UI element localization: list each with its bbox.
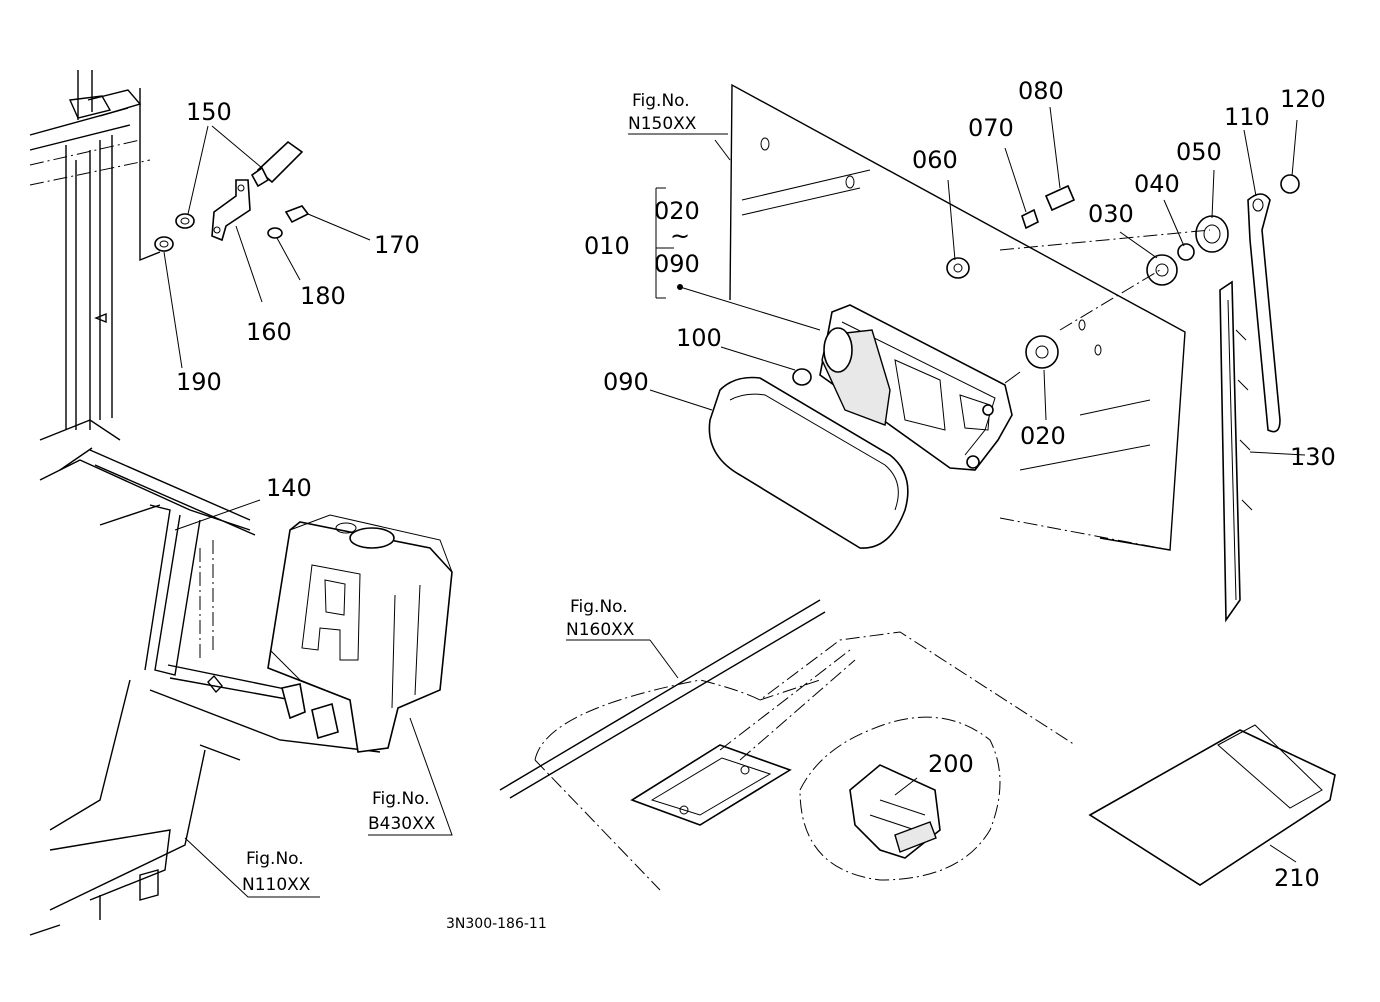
wiper-link-parts — [154, 140, 310, 252]
washer-tank-drawing — [267, 514, 453, 753]
figref-n160-line2: N160XX — [566, 620, 635, 640]
label-range-tilde: ~ — [670, 222, 690, 250]
label-sheet-drawing — [1088, 724, 1336, 886]
leader-lines — [163, 106, 1306, 898]
label-060: 060 — [912, 146, 958, 174]
label-030: 030 — [1088, 200, 1134, 228]
figref-n160-line1: Fig.No. — [570, 597, 628, 617]
motor-cover-drawing — [708, 376, 909, 549]
label-110: 110 — [1224, 103, 1270, 131]
label-170: 170 — [374, 231, 420, 259]
label-210: 210 — [1274, 864, 1320, 892]
figref-n110-line1: Fig.No. — [246, 849, 304, 869]
figref-n150-line2: N150XX — [628, 114, 697, 134]
wiper-motor-drawing — [819, 304, 1021, 471]
drawing-code: 3N300-186-11 — [446, 916, 547, 932]
figref-n150-line1: Fig.No. — [632, 91, 690, 111]
label-120: 120 — [1280, 85, 1326, 113]
rear-window-drawing — [729, 83, 1186, 551]
label-090-range-end: 090 — [654, 250, 700, 278]
label-020: 020 — [1020, 422, 1066, 450]
label-080: 080 — [1018, 77, 1064, 105]
figref-n110-line2: N110XX — [242, 875, 311, 895]
label-010: 010 — [584, 232, 630, 260]
wiper-arm-blade-drawing — [1219, 174, 1300, 623]
label-190: 190 — [176, 368, 222, 396]
label-050: 050 — [1176, 138, 1222, 166]
dash-panel-drawing — [499, 599, 1076, 891]
label-100: 100 — [676, 324, 722, 352]
label-130: 130 — [1290, 443, 1336, 471]
figref-b430-line2: B430XX — [368, 814, 436, 834]
label-160: 160 — [246, 318, 292, 346]
label-070: 070 — [968, 114, 1014, 142]
label-020-range-start: 020 — [654, 197, 700, 225]
label-150: 150 — [186, 98, 232, 126]
label-140: 140 — [266, 474, 312, 502]
label-040: 040 — [1134, 170, 1180, 198]
label-180: 180 — [300, 282, 346, 310]
cab-frame-drawing — [29, 70, 381, 936]
figref-b430-line1: Fig.No. — [372, 789, 430, 809]
label-200: 200 — [928, 750, 974, 778]
label-090: 090 — [603, 368, 649, 396]
motor-small-parts — [792, 184, 1229, 386]
